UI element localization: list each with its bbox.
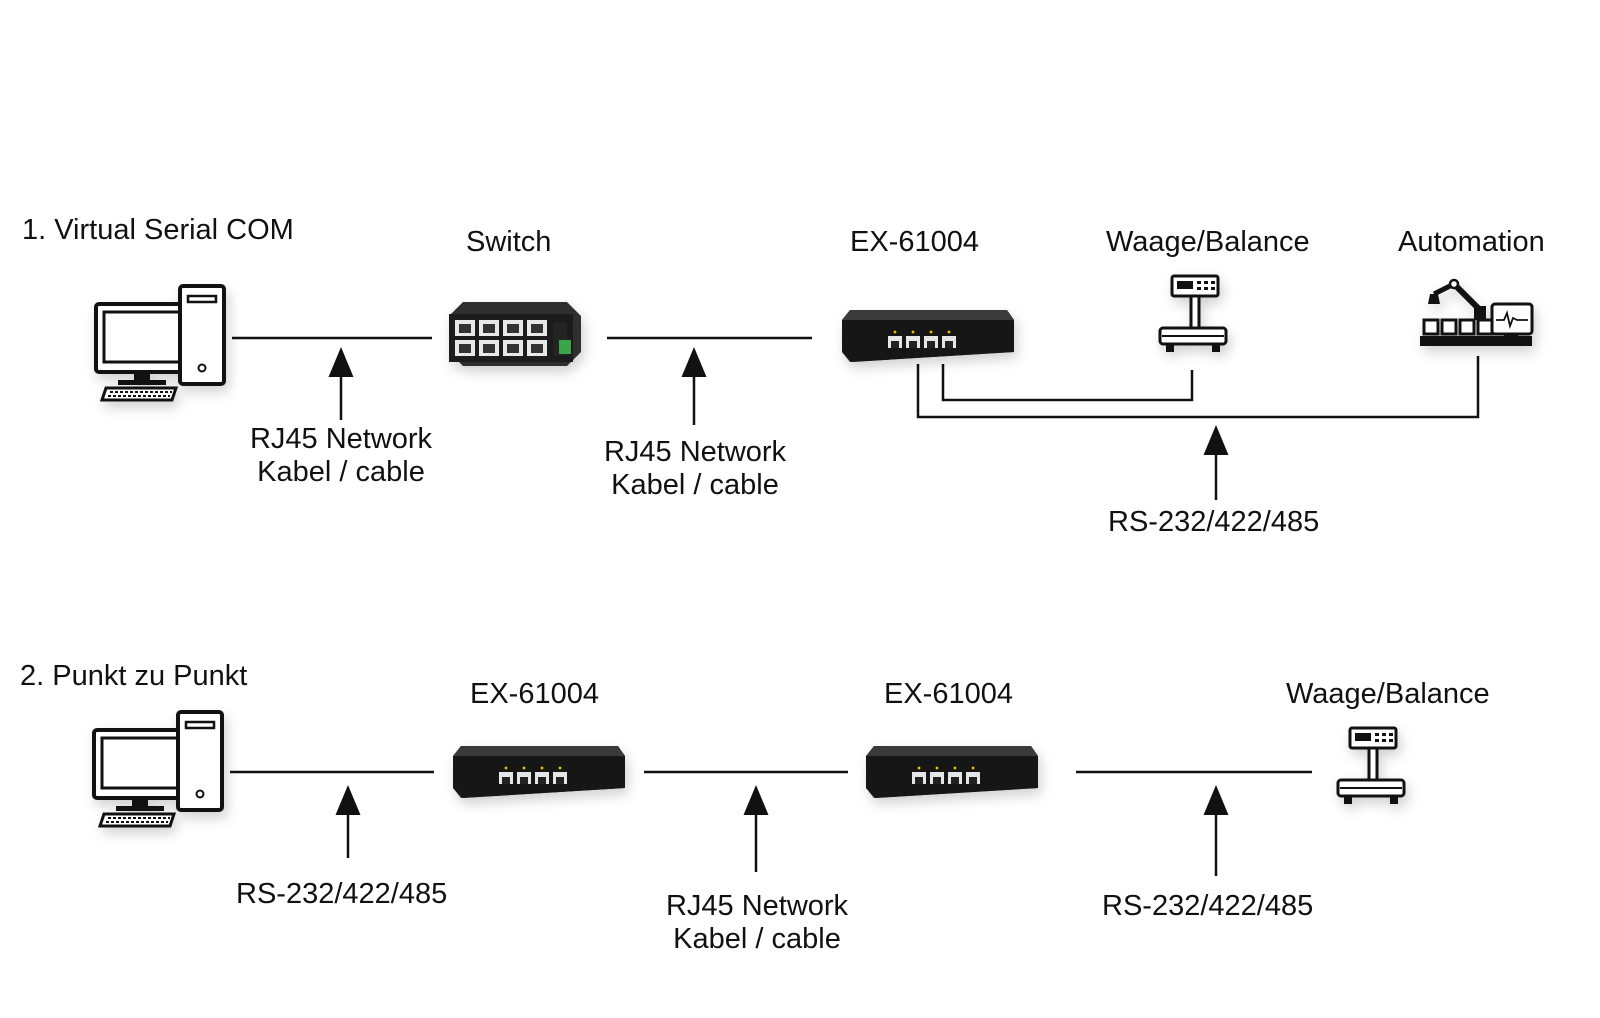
device-label: EX-61004: [850, 226, 979, 258]
serial-label-left: RS-232/422/485: [236, 878, 448, 910]
serial-server-icon: [453, 746, 625, 798]
section-2-title: 2. Punkt zu Punkt: [20, 660, 248, 692]
balance-label: Waage/Balance: [1106, 226, 1310, 258]
cable-label-1: RJ45 Network Kabel / cable: [248, 423, 434, 489]
cable-label-1-line2: Kabel / cable: [257, 456, 425, 488]
cable-label: RJ45 Network Kabel / cable: [662, 890, 852, 956]
device-1-label: EX-61004: [470, 678, 599, 710]
section-1-title: 1. Virtual Serial COM: [22, 214, 294, 246]
device-2-label: EX-61004: [884, 678, 1013, 710]
scale-icon: [1158, 274, 1228, 354]
cable-label-1-line1: RJ45 Network: [249, 423, 433, 455]
computer-icon: [92, 710, 224, 828]
automation-robot-icon: [1420, 280, 1532, 346]
balance-label-2: Waage/Balance: [1286, 678, 1490, 710]
automation-label: Automation: [1398, 226, 1545, 258]
serial-line-automation: [916, 356, 1480, 419]
serial-server-icon: [842, 310, 1014, 362]
serial-server-icon: [866, 746, 1038, 798]
switch-label: Switch: [466, 226, 552, 258]
cable-label-2: RJ45 Network Kabel / cable: [600, 436, 790, 502]
cable-label-line2: Kabel / cable: [673, 923, 841, 955]
section-1-diagram: [94, 274, 1532, 500]
cable-label-2-line2: Kabel / cable: [611, 469, 779, 501]
network-switch-icon: [449, 302, 581, 366]
serial-label: RS-232/422/485: [1108, 506, 1320, 538]
cable-label-line1: RJ45 Network: [665, 890, 849, 922]
scale-icon: [1336, 726, 1406, 806]
computer-icon: [94, 284, 226, 402]
cable-label-2-line1: RJ45 Network: [603, 436, 787, 468]
section-2-diagram: [92, 710, 1406, 876]
serial-label-right: RS-232/422/485: [1102, 890, 1314, 922]
serial-line-balance: [941, 364, 1194, 402]
